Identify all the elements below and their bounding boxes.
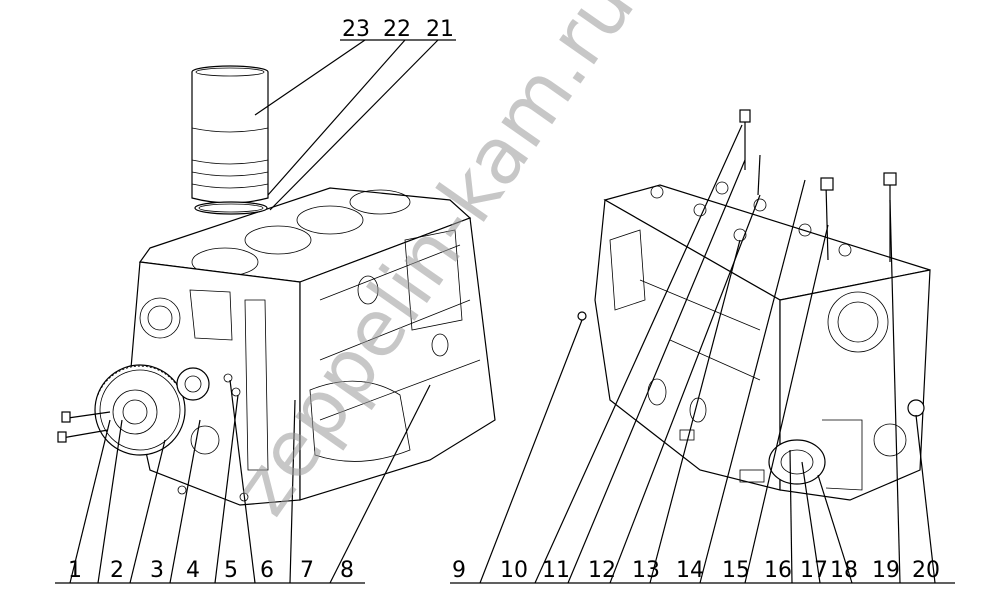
left-engine-block [57,187,496,506]
callout-21: 21 [426,17,454,42]
callout-8: 8 [340,558,354,583]
callout-20: 20 [912,558,940,583]
callout-9: 9 [452,558,466,583]
callout-13: 13 [632,558,660,583]
callout-23: 23 [342,17,370,42]
callout-7: 7 [300,558,314,583]
callout-16: 16 [764,558,792,583]
callout-18: 18 [830,558,858,583]
callout-1: 1 [68,558,82,583]
callout-10: 10 [500,558,528,583]
callout-labels: 23 22 21 1 2 3 4 5 6 7 8 9 10 11 12 13 1… [68,17,940,583]
cylinder-liner [191,65,269,215]
leader-lines [55,39,955,584]
callout-4: 4 [186,558,200,583]
callout-15: 15 [722,558,750,583]
callout-22: 22 [383,17,411,42]
callout-3: 3 [150,558,164,583]
callout-19: 19 [872,558,900,583]
callout-2: 2 [110,558,124,583]
right-engine-block [577,109,931,501]
callout-6: 6 [260,558,274,583]
callout-14: 14 [676,558,704,583]
callout-12: 12 [588,558,616,583]
callout-11: 11 [542,558,570,583]
callout-5: 5 [224,558,238,583]
callout-17: 17 [800,558,828,583]
